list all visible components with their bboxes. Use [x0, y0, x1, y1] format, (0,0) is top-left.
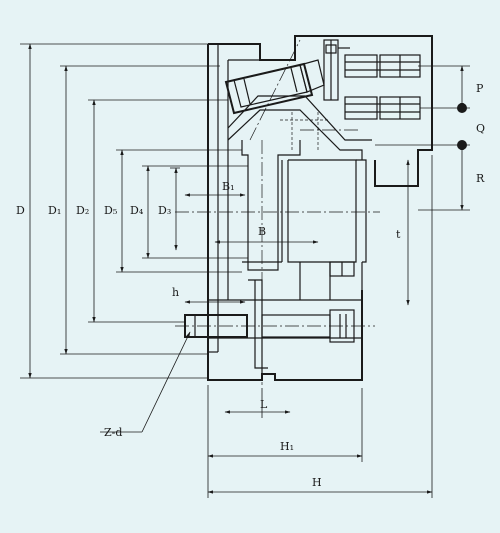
label-D3: D₃: [158, 204, 171, 217]
dim-dot-lower: [457, 140, 467, 150]
label-H1: H₁: [280, 440, 294, 453]
label-Zd: Z-d: [104, 426, 122, 439]
housing-outline: [207, 35, 433, 381]
zd-leader: [100, 331, 191, 433]
label-D4: D₄: [130, 204, 144, 217]
upper-screws: [280, 39, 421, 150]
label-t: t: [396, 228, 401, 241]
label-D: D: [16, 204, 25, 217]
label-P: P: [476, 82, 484, 95]
label-D2: D₂: [76, 204, 89, 217]
bottom-dimensions: [207, 155, 433, 498]
label-R: R: [476, 172, 485, 185]
dim-dot-upper: [457, 103, 467, 113]
dimension-labels: D D₁ D₂ D₅ D₄ D₃ B₁ B h Z-d L H₁ H P Q R…: [16, 82, 485, 489]
label-h: h: [172, 286, 179, 299]
label-D5: D₅: [104, 204, 117, 217]
label-D1: D₁: [48, 204, 61, 217]
tilted-roller: [224, 39, 325, 141]
right-dimensions: [375, 65, 470, 306]
label-L: L: [260, 398, 268, 411]
bottom-bolt: [175, 261, 375, 343]
label-B1: B₁: [222, 180, 235, 193]
label-H: H: [312, 476, 322, 489]
label-B: B: [258, 225, 266, 238]
center-lines: [175, 140, 380, 385]
diameter-dimensions: [20, 43, 248, 379]
inner-dimensions: [184, 193, 319, 308]
label-Q: Q: [476, 122, 485, 135]
